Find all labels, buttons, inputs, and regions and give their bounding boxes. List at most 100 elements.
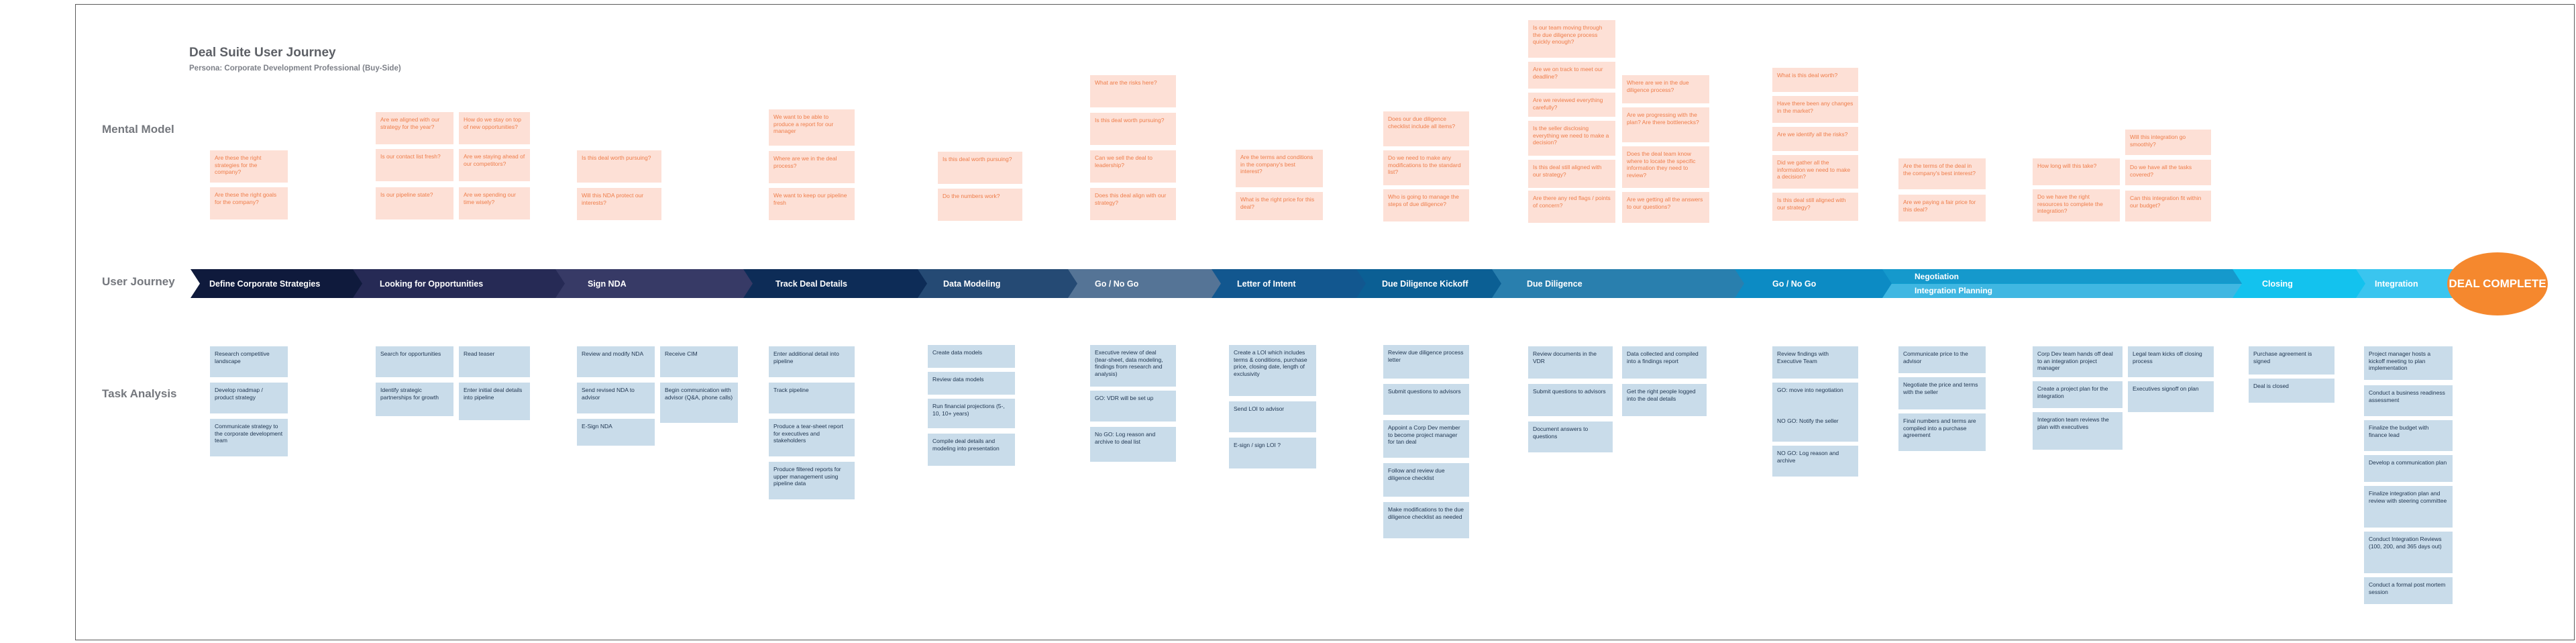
mental-model-note: Are we identify all the risks? <box>1772 127 1858 151</box>
task-note: Data collected and compiled into a findi… <box>1622 346 1707 379</box>
task-note: Conduct a business readiness assessment <box>2364 385 2453 416</box>
task-note: Get the right people logged into the dea… <box>1622 384 1707 416</box>
task-note: Follow and review due diligence checklis… <box>1383 463 1469 497</box>
mental-model-note: Does the deal team know where to locate … <box>1622 146 1709 188</box>
task-note: Develop roadmap / product strategy <box>210 383 288 413</box>
task-note: Appoint a Corp Dev member to become proj… <box>1383 420 1469 458</box>
mental-model-note: Are we staying ahead of our competitors? <box>459 149 530 181</box>
task-note: Run financial projections (5-, 10, 10+ y… <box>928 399 1015 428</box>
diagram-title: Deal Suite User Journey <box>189 46 336 60</box>
stage-sign-nda: Sign NDA <box>555 269 757 298</box>
task-note: Corp Dev team hands off deal to an integ… <box>2033 346 2123 377</box>
mental-model-note: Who is going to manage the steps of due … <box>1383 189 1469 221</box>
task-note: Identify strategic partnerships for grow… <box>376 383 453 416</box>
task-note: Review data models <box>928 372 1015 395</box>
task-note: Submit questions to advisors <box>1383 384 1469 415</box>
mental-model-note: Are the terms of the deal in the company… <box>1898 158 1986 189</box>
mental-model-note: Are we on track to meet our deadline? <box>1528 62 1615 89</box>
mental-model-note: Is this deal worth pursuing? <box>938 152 1022 184</box>
mental-model-note: Are these the right strategies for the c… <box>210 150 288 183</box>
task-note: Document answers to questions <box>1528 422 1613 452</box>
integration-planning-band <box>1882 284 2246 298</box>
task-note: Enter initial deal details into pipeline <box>459 383 530 420</box>
mental-model-note: Do we need to make any modifications to … <box>1383 150 1469 185</box>
stage-go-no-go-1: Go / No Go <box>1068 269 1225 298</box>
task-note: Track pipeline <box>769 383 855 413</box>
deal-complete-badge: DEAL COMPLETE <box>2447 252 2548 315</box>
task-note: Review documents in the VDR <box>1528 346 1613 379</box>
task-note: Review and modify NDA <box>577 346 655 377</box>
stage-go-no-go-2: Go / No Go <box>1735 269 1896 298</box>
row-label-user-journey: User Journey <box>102 275 175 288</box>
task-note: Final numbers and terms are compiled int… <box>1898 413 1986 451</box>
stage-track-deal-details: Track Deal Details <box>743 269 931 298</box>
task-note: Search for opportunities <box>376 346 453 377</box>
task-note: E-Sign NDA <box>577 419 655 446</box>
mental-model-note: Do we have the right resources to comple… <box>2033 189 2120 221</box>
task-note: Conduct Integration Reviews (100, 200, a… <box>2364 532 2453 573</box>
stage-define-corporate-strategies: Define Corporate Strategies <box>191 269 368 298</box>
mental-model-note: Do the numbers work? <box>938 189 1022 221</box>
task-note: Negotiate the price and terms with the s… <box>1898 377 1986 409</box>
mental-model-note: Where are we in the deal process? <box>769 151 855 183</box>
mental-model-note: Is this deal worth pursuing? <box>1090 113 1176 145</box>
task-note: Legal team kicks off closing process <box>2128 346 2214 377</box>
task-note: Conduct a formal post mortem session <box>2364 577 2453 604</box>
mental-model-note: Are there any red flags / points of conc… <box>1528 191 1615 223</box>
mental-model-note: What are the risks here? <box>1090 75 1176 107</box>
task-note: Communicate strategy to the corporate de… <box>210 419 288 456</box>
row-label-mental-model: Mental Model <box>102 123 174 136</box>
task-note: Executives signoff on plan <box>2128 381 2214 412</box>
mental-model-note: Is our contact list fresh? <box>376 149 453 181</box>
task-note: No GO: Log reason and archive to deal li… <box>1090 427 1176 462</box>
mental-model-note: Will this integration go smoothly? <box>2125 130 2211 155</box>
mental-model-note: Are we getting all the answers to our qu… <box>1622 192 1709 223</box>
task-note: Produce a tear-sheet report for executiv… <box>769 419 855 456</box>
mental-model-note: We want to keep our pipeline fresh <box>769 188 855 220</box>
mental-model-note: Is this deal still aligned with our stra… <box>1528 160 1615 188</box>
task-note: Begin communication with advisor (Q&A, p… <box>660 383 738 423</box>
task-note: GO: VDR will be set up <box>1090 391 1176 422</box>
mental-model-note: Are these the right goals for the compan… <box>210 187 288 219</box>
stage-looking-for-opportunities: Looking for Opportunities <box>353 269 569 298</box>
task-note: Enter additional detail into pipeline <box>769 346 855 377</box>
stage-closing: Closing <box>2233 269 2369 298</box>
persona-subtitle: Persona: Corporate Development Professio… <box>189 64 401 72</box>
stage-due-diligence-kickoff: Due Diligence Kickoff <box>1356 269 1505 298</box>
diagram-frame <box>75 4 2575 640</box>
mental-model-note: How do we stay on top of new opportuniti… <box>459 112 530 144</box>
task-note: Submit questions to advisors <box>1528 384 1613 416</box>
mental-model-note: Do we have all the tasks covered? <box>2125 160 2211 185</box>
mental-model-note: Are we spending our time wisely? <box>459 187 530 219</box>
task-note: Create data models <box>928 345 1015 368</box>
mental-model-note: Have there been any changes in the marke… <box>1772 96 1858 123</box>
task-note: Compile deal details and modeling into p… <box>928 434 1015 466</box>
task-note: Create a project plan for the integratio… <box>2033 381 2123 408</box>
stage-letter-of-intent: Letter of Intent <box>1212 269 1370 298</box>
stage-negotiation-integration-planning: Negotiation Integration Planning <box>1882 269 2246 298</box>
mental-model-note: Is the seller disclosing everything we n… <box>1528 121 1615 156</box>
mental-model-note: How long will this take? <box>2033 158 2120 185</box>
task-note: Develop a communication plan <box>2364 455 2453 482</box>
mental-model-note: Is this deal still aligned with our stra… <box>1772 193 1858 221</box>
mental-model-note: Does our due diligence checklist include… <box>1383 111 1469 146</box>
stage-due-diligence: Due Diligence <box>1492 269 1748 298</box>
negotiation-label: Negotiation <box>1915 272 1959 281</box>
mental-model-note: Will this NDA protect our interests? <box>577 188 661 220</box>
mental-model-note: Are we reviewed everything carefully? <box>1528 93 1615 117</box>
mental-model-note: Are the terms and conditions in the comp… <box>1236 150 1323 187</box>
mental-model-note: What is the right price for this deal? <box>1236 192 1323 220</box>
task-note: Project manager hosts a kickoff meeting … <box>2364 346 2453 380</box>
task-note: Send LOI to advisor <box>1229 401 1316 432</box>
task-note: Communicate price to the advisor <box>1898 346 1986 373</box>
row-label-task-analysis: Task Analysis <box>102 387 177 400</box>
mental-model-note: We want to be able to produce a report f… <box>769 109 855 146</box>
task-note: Create a LOI which includes terms & cond… <box>1229 345 1316 396</box>
task-note: Make modifications to the due diligence … <box>1383 502 1469 538</box>
task-note: GO: move into negotiation <box>1772 383 1858 415</box>
mental-model-note: Is our team moving through the due dilig… <box>1528 20 1615 58</box>
task-note: Read teaser <box>459 346 530 377</box>
task-note: Produce filtered reports for upper manag… <box>769 462 855 499</box>
task-note: Integration team reviews the plan with e… <box>2033 412 2123 450</box>
mental-model-note: Is our pipeline state? <box>376 187 453 219</box>
